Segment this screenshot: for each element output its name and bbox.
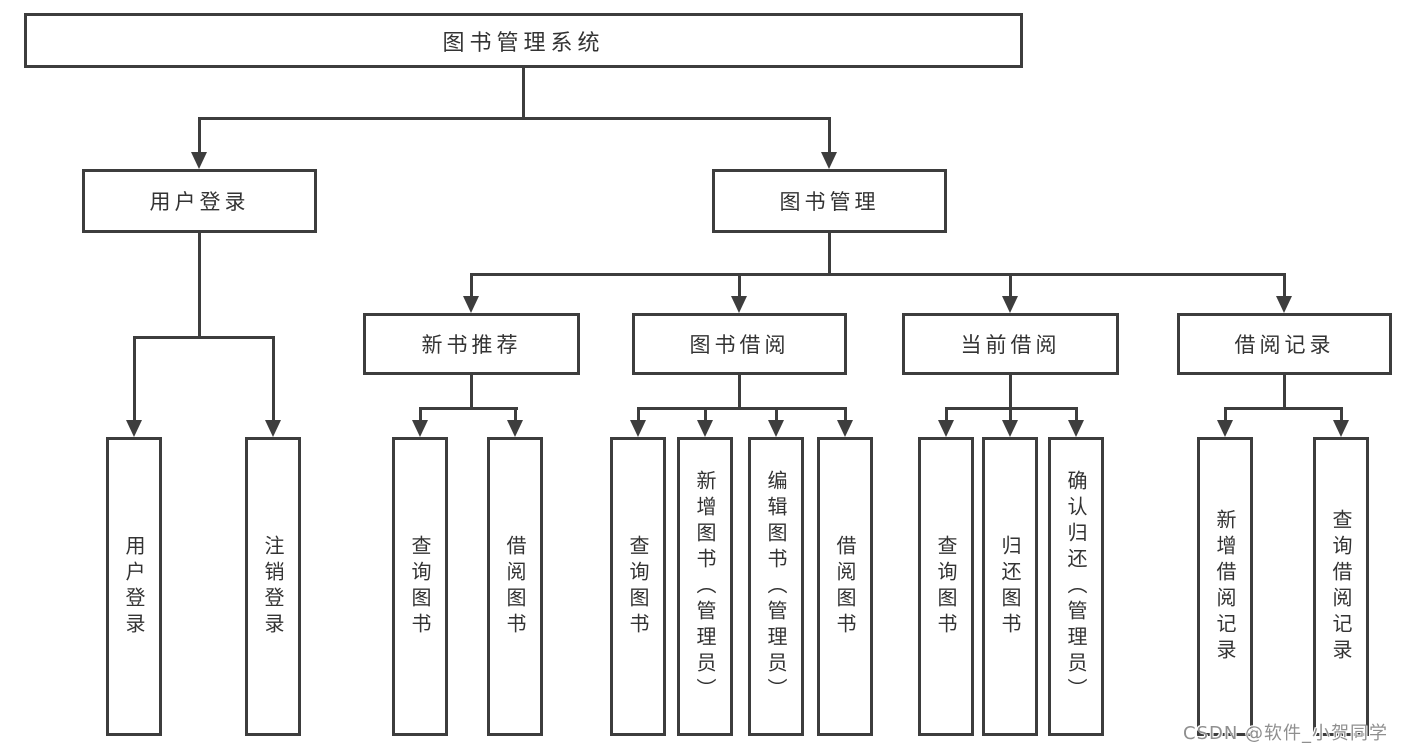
leaf-user-login: 用户登录 (106, 437, 162, 736)
connector-line (198, 117, 201, 153)
arrowhead-down-icon (1217, 420, 1233, 437)
arrowhead-down-icon (768, 420, 784, 437)
connector-line (844, 407, 847, 421)
leaf-add-borrow-record: 新增借阅记录 (1197, 437, 1253, 736)
leaf-query-books-recommend: 查询图书 (392, 437, 448, 736)
leaf-borrow-books-recommend: 借阅图书 (487, 437, 543, 736)
connector-line (1009, 407, 1012, 421)
connector-line (1283, 273, 1286, 297)
connector-line (514, 407, 517, 421)
connector-line (198, 117, 831, 120)
arrowhead-down-icon (837, 420, 853, 437)
node-book-management: 图书管理 (712, 169, 947, 233)
arrowhead-down-icon (821, 152, 837, 169)
leaf-return-books: 归还图书 (982, 437, 1038, 736)
arrowhead-down-icon (265, 420, 281, 437)
watermark: CSDN @软件_小贺同学 (1183, 723, 1389, 744)
arrowhead-down-icon (507, 420, 523, 437)
connector-line (1009, 375, 1012, 407)
arrowhead-down-icon (126, 420, 142, 437)
leaf-query-books-current: 查询图书 (918, 437, 974, 736)
connector-line (470, 273, 473, 297)
leaf-borrow-books-borrow: 借阅图书 (817, 437, 873, 736)
connector-line (1283, 375, 1286, 407)
leaf-query-books-borrow: 查询图书 (610, 437, 666, 736)
leaf-logout: 注销登录 (245, 437, 301, 736)
connector-line (637, 407, 847, 410)
node-current-borrow: 当前借阅 (902, 313, 1119, 375)
connector-line (704, 407, 707, 421)
leaf-query-borrow-record: 查询借阅记录 (1313, 437, 1369, 736)
arrowhead-down-icon (731, 296, 747, 313)
connector-line (198, 233, 201, 336)
connector-line (133, 336, 136, 421)
connector-line (133, 336, 275, 339)
connector-line (470, 375, 473, 407)
connector-line (1224, 407, 1227, 421)
node-book-borrow: 图书借阅 (632, 313, 847, 375)
connector-line (522, 68, 525, 117)
arrowhead-down-icon (463, 296, 479, 313)
connector-line (945, 407, 948, 421)
leaf-edit-book-admin: 编辑图书（管理员） (748, 437, 804, 736)
arrowhead-down-icon (1002, 420, 1018, 437)
leaf-confirm-return-admin: 确认归还（管理员） (1048, 437, 1104, 736)
arrowhead-down-icon (1333, 420, 1349, 437)
connector-line (1075, 407, 1078, 421)
arrowhead-down-icon (1002, 296, 1018, 313)
connector-line (470, 273, 1286, 276)
connector-line (775, 407, 778, 421)
arrowhead-down-icon (630, 420, 646, 437)
connector-line (637, 407, 640, 421)
arrowhead-down-icon (938, 420, 954, 437)
connector-line (738, 375, 741, 407)
node-new-book-recommend: 新书推荐 (363, 313, 580, 375)
connector-line (272, 336, 275, 421)
connector-line (419, 407, 422, 421)
node-library-system: 图书管理系统 (24, 13, 1023, 68)
arrowhead-down-icon (697, 420, 713, 437)
arrowhead-down-icon (412, 420, 428, 437)
leaf-add-book-admin: 新增图书（管理员） (677, 437, 733, 736)
connector-line (1224, 407, 1343, 410)
node-borrow-records: 借阅记录 (1177, 313, 1392, 375)
arrowhead-down-icon (191, 152, 207, 169)
connector-line (1009, 273, 1012, 297)
arrowhead-down-icon (1068, 420, 1084, 437)
arrowhead-down-icon (1276, 296, 1292, 313)
connector-line (828, 117, 831, 153)
node-user-login: 用户登录 (82, 169, 317, 233)
connector-line (1340, 407, 1343, 421)
connector-line (828, 233, 831, 273)
connector-line (419, 407, 518, 410)
connector-line (738, 273, 741, 297)
